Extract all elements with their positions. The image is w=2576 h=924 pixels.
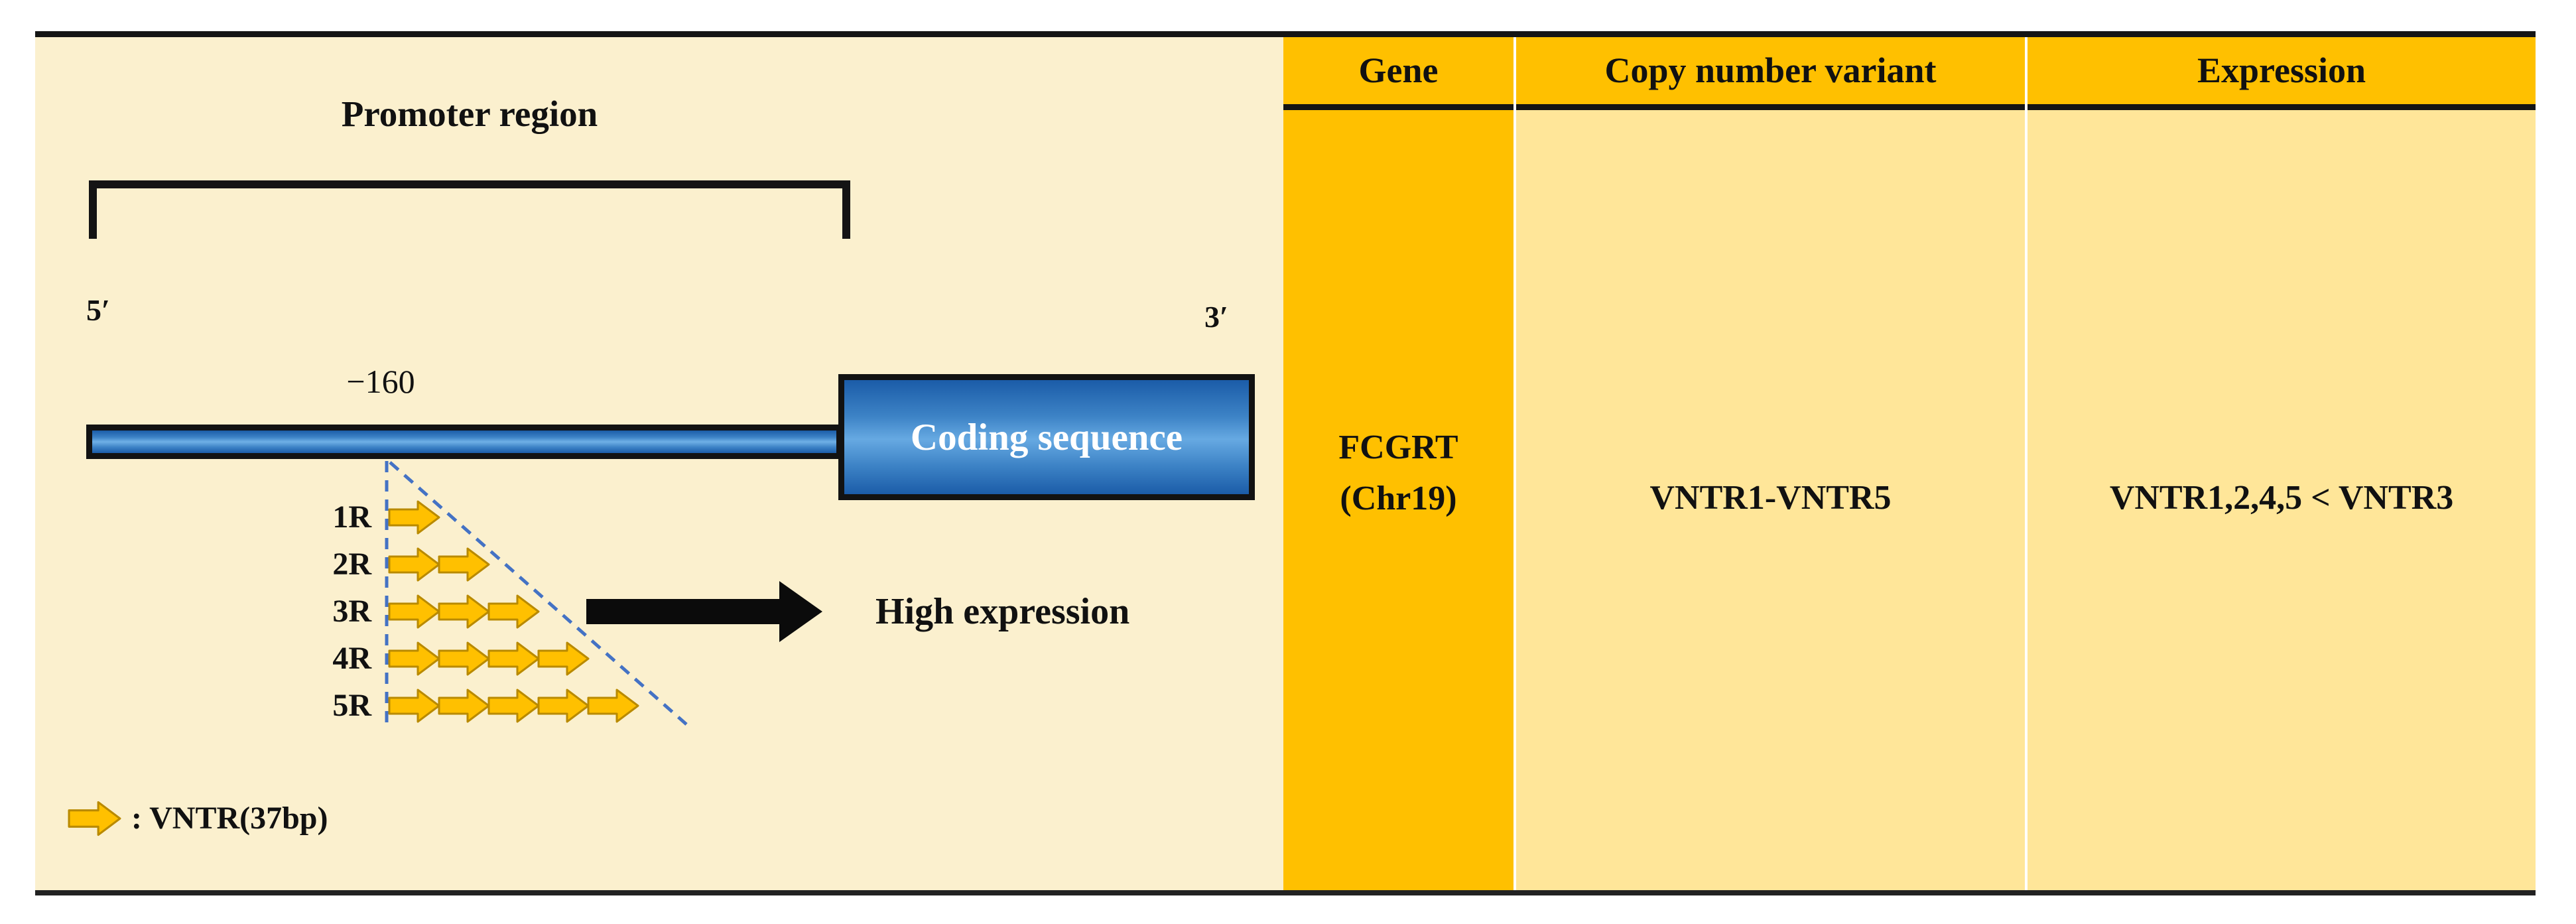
high-expression-label: High expression xyxy=(875,591,1130,632)
gene-column-background xyxy=(1283,37,1513,890)
column-divider xyxy=(1513,37,1516,890)
three-prime-label: 3′ xyxy=(1204,300,1228,334)
expression-cell: VNTR1,2,4,5 < VNTR3 xyxy=(2109,479,2454,517)
vntr-repeat-arrow-icon xyxy=(388,641,440,676)
vntr-row-label-4R: 4R xyxy=(332,641,371,676)
vntr-repeat-arrow-icon xyxy=(388,547,440,582)
vntr-repeat-arrow-icon xyxy=(587,689,639,723)
coding-sequence-label: Coding sequence xyxy=(910,416,1183,458)
vntr-repeat-arrow-icon xyxy=(388,689,440,723)
vntr-row-label-3R: 3R xyxy=(332,594,371,629)
vntr-repeat-arrow-icon xyxy=(537,689,590,723)
promoter-region-bracket xyxy=(89,180,850,239)
gene-cell: FCGRT (Chr19) xyxy=(1283,422,1513,524)
vntr-repeat-arrow-icon xyxy=(388,594,440,629)
expression-column-background xyxy=(2028,110,2536,890)
vntr-repeat-arrow-icon xyxy=(487,594,540,629)
vntr-repeat-arrow-icon xyxy=(438,689,490,723)
table-header-gene: Gene xyxy=(1358,50,1439,90)
gene-name: FCGRT xyxy=(1338,429,1458,466)
copy-number-variant-cell: VNTR1-VNTR5 xyxy=(1649,479,1892,517)
vntr-repeat-arrow-icon xyxy=(438,641,490,676)
vntr-expansion-dashed-triangle xyxy=(385,461,688,730)
coding-sequence-box: Coding sequence xyxy=(838,374,1255,500)
five-prime-label: 5′ xyxy=(86,293,110,327)
vntr-row-label-5R: 5R xyxy=(332,688,371,723)
column-divider xyxy=(2025,37,2028,890)
table-header-copy-number-variant: Copy number variant xyxy=(1604,50,1937,90)
vntr-repeat-arrow-icon xyxy=(537,641,590,676)
gene-chromosome: (Chr19) xyxy=(1340,480,1457,517)
vntr-repeat-arrow-icon xyxy=(487,641,540,676)
vntr-legend-arrow-icon xyxy=(68,801,121,836)
high-expression-arrow-icon xyxy=(586,581,822,642)
vntr-repeat-arrow-icon xyxy=(388,500,440,535)
vntr-position-label: −160 xyxy=(346,363,415,400)
vntr-repeat-arrow-icon xyxy=(487,689,540,723)
copy-number-variant-column-background xyxy=(1516,110,2025,890)
table-header-expression: Expression xyxy=(2197,50,2366,90)
promoter-dna-bar xyxy=(86,425,842,459)
vntr-row-label-1R: 1R xyxy=(332,499,371,535)
vntr-repeat-arrow-icon xyxy=(438,547,490,582)
figure-top-border xyxy=(35,31,2536,37)
vntr-legend-label: : VNTR(37bp) xyxy=(131,801,328,836)
vntr-row-label-2R: 2R xyxy=(332,547,371,582)
table-header-band xyxy=(1283,37,2536,104)
figure-bottom-border xyxy=(35,890,2536,895)
promoter-region-label: Promoter region xyxy=(341,94,598,134)
table-header-divider-line xyxy=(1283,104,2536,110)
vntr-repeat-arrow-icon xyxy=(438,594,490,629)
